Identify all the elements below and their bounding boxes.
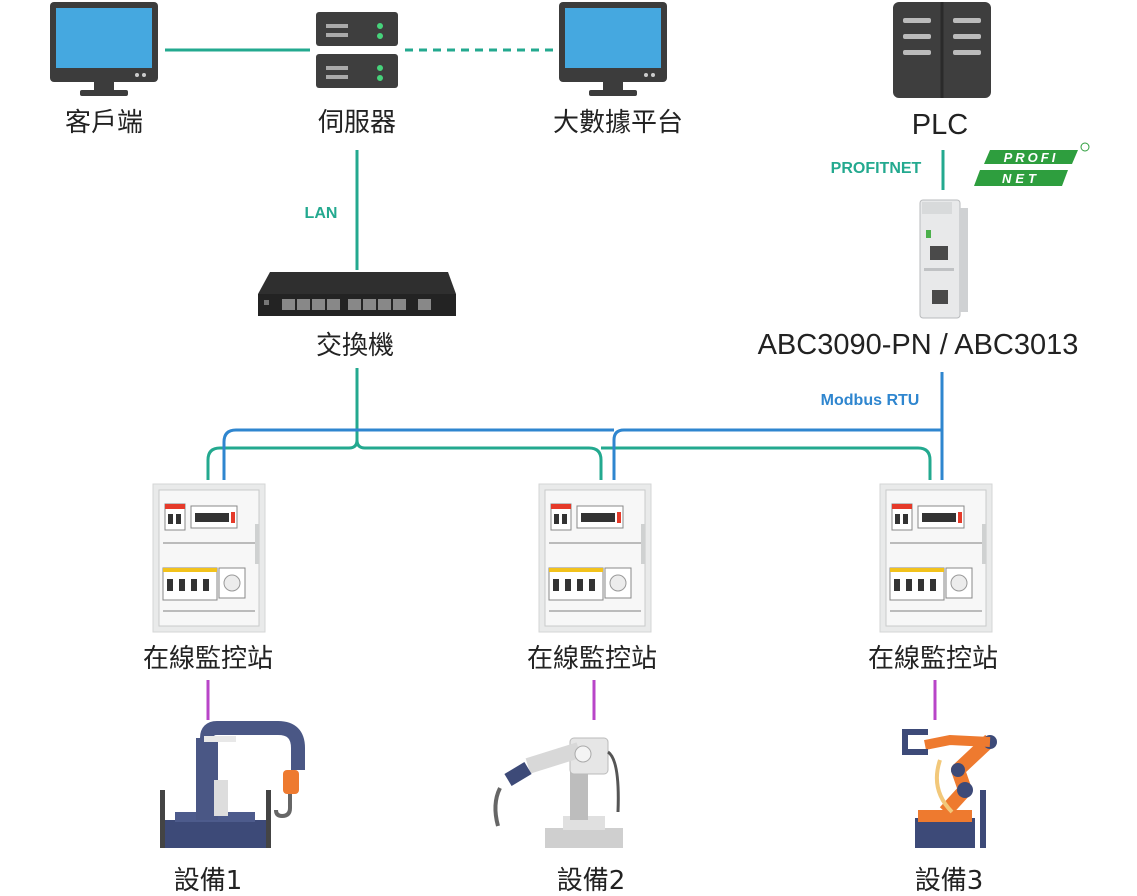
arm-robot-icon	[493, 737, 623, 848]
orange-robot-icon	[902, 729, 997, 848]
bigdata-label: 大數據平台	[553, 108, 683, 138]
profinet-logo-line2: NET	[1002, 171, 1040, 186]
switch-label: 交換機	[316, 331, 394, 361]
profinet-logo-line1: PROFI	[1004, 150, 1059, 165]
switch-icon	[258, 272, 456, 316]
crane-robot-icon	[160, 721, 305, 848]
plc-label: PLC	[912, 109, 968, 141]
plc-icon	[893, 2, 991, 98]
gateway-icon	[919, 199, 968, 319]
gateway-label: ABC3090-PN / ABC3013	[758, 329, 1079, 361]
bigdata-monitor-icon	[559, 2, 667, 96]
station-label-3: 在線監控站	[868, 644, 998, 674]
device-label-3: 設備3	[915, 866, 984, 896]
station-cabinet-icon	[152, 483, 266, 633]
server-label: 伺服器	[318, 108, 396, 138]
station-label-2: 在線監控站	[527, 644, 657, 674]
client-monitor-icon	[50, 2, 158, 96]
client-label: 客戶端	[65, 108, 143, 138]
device-label-1: 設備1	[174, 866, 243, 896]
lan-tree	[206, 368, 932, 480]
station-cabinet-icon	[879, 483, 993, 633]
profinet-logo: PROFI NET	[974, 142, 1090, 186]
station-cabinet-icon	[538, 483, 652, 633]
device-label-2: 設備2	[557, 866, 626, 896]
server-icon	[316, 12, 398, 88]
lan-tag: LAN	[305, 205, 338, 222]
station-label-1: 在線監控站	[143, 644, 273, 674]
profinet-tag: PROFITNET	[831, 160, 922, 177]
modbus-tree	[222, 372, 944, 480]
modbus-tag: Modbus RTU	[821, 392, 920, 409]
